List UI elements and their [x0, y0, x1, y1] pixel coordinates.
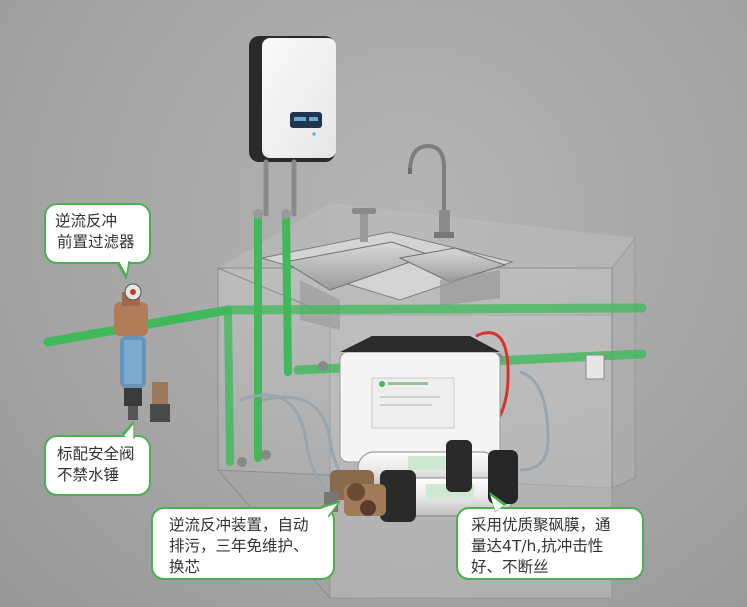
safety-valve	[150, 382, 170, 422]
callout-membrane: 采用优质聚砜膜，通 量达4T/h,抗冲击性 好、不断丝	[456, 507, 644, 580]
faucet	[408, 143, 454, 238]
double-sink	[261, 208, 514, 330]
callout-membrane-line-1: 采用优质聚砜膜，通	[471, 516, 611, 534]
callout-prefilter-line-1: 逆流反冲	[55, 212, 118, 230]
callout-safety-valve-line-1: 标配安全阀	[57, 445, 135, 463]
callout-membrane-line-2: 量达4T/h,抗冲击性	[471, 537, 604, 555]
callout-membrane-line-3: 好、不断丝	[471, 558, 549, 576]
callout-safety-valve-line-2: 不禁水锤	[57, 466, 120, 484]
purifier-unit	[339, 336, 501, 463]
prefilter	[114, 283, 148, 420]
wall-display-unit	[249, 36, 336, 162]
callout-backwash-device: 逆流反冲装置，自动 排污，三年免维护、 换芯	[151, 507, 335, 580]
callout-backwash-line-2: 排污，三年免维护、	[169, 537, 309, 555]
wall-switch	[585, 354, 605, 380]
membrane-cylinders	[357, 440, 518, 522]
callout-backwash-line-1: 逆流反冲装置，自动	[169, 516, 309, 534]
callout-safety-valve: 标配安全阀 不禁水锤	[44, 435, 151, 496]
callout-prefilter: 逆流反冲 前置过滤器	[44, 203, 151, 264]
callout-prefilter-line-2: 前置过滤器	[57, 233, 135, 251]
callout-backwash-line-3: 换芯	[169, 558, 201, 576]
backwash-valve	[324, 470, 386, 516]
